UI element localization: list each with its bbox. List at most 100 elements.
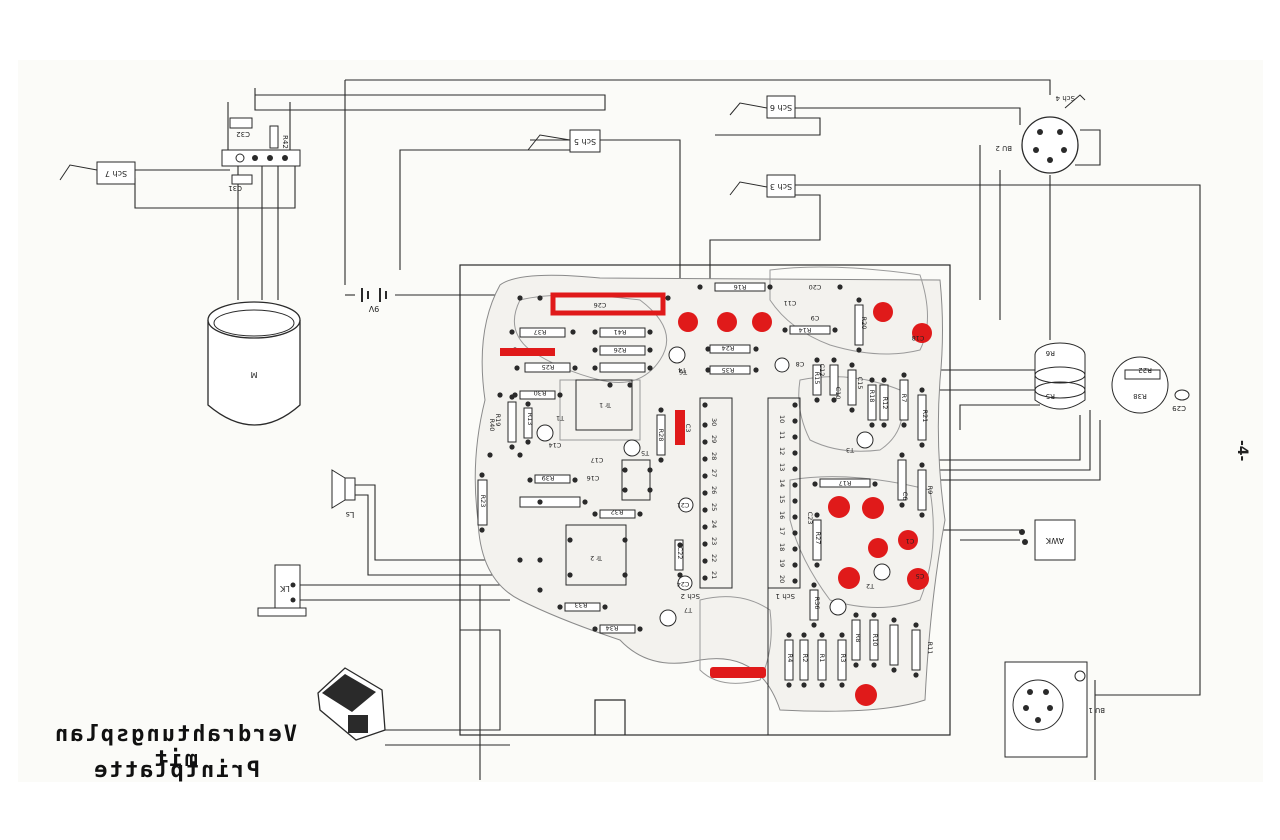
solder-pad xyxy=(658,407,664,413)
solder-pad xyxy=(509,394,515,400)
solder-pad xyxy=(786,632,792,638)
ic-pin-label: 12 xyxy=(778,447,786,455)
ic-pin-label: 15 xyxy=(778,495,786,503)
c29-label: C29 xyxy=(1172,404,1186,412)
solder-pad xyxy=(702,490,708,496)
label-r25: R25 xyxy=(542,363,555,371)
solder-pad xyxy=(856,297,862,303)
solder-pad xyxy=(881,422,887,428)
label-r10: R10 xyxy=(871,634,879,647)
solder-pad xyxy=(849,407,855,413)
ic-pin-label: 20 xyxy=(778,575,786,583)
solder-pad xyxy=(647,329,653,335)
ic-pin-label: 26 xyxy=(710,486,718,494)
switch-label-sch6: Sch 6 xyxy=(770,103,792,112)
solder-pad xyxy=(572,477,578,483)
solder-pad xyxy=(557,392,563,398)
solder-pad xyxy=(814,397,820,403)
solder-pad xyxy=(479,472,485,478)
bu2-label: BU 2 xyxy=(995,144,1012,152)
solder-pad xyxy=(811,582,817,588)
solder-pad xyxy=(919,512,925,518)
switch-sch5: Sch 5 xyxy=(527,129,601,153)
solder-pad xyxy=(881,377,887,383)
bu1-label: BU 1 xyxy=(1088,706,1105,714)
solder-pad xyxy=(537,499,543,505)
label-r9: R9 xyxy=(926,486,934,495)
pot-r6-r5: R6 R5 xyxy=(1034,342,1086,410)
ic-pin-label: 23 xyxy=(710,537,718,545)
solder-pad xyxy=(702,558,708,564)
jack-lk: LK xyxy=(257,564,307,617)
solder-pad xyxy=(812,481,818,487)
solder-pad xyxy=(702,422,708,428)
resistors xyxy=(519,282,871,634)
label-c1: C1 xyxy=(906,537,915,545)
solder-pad xyxy=(792,482,798,488)
solder-pad xyxy=(592,329,598,335)
r42-label: R42 xyxy=(281,135,289,149)
ic-pin-label: 30 xyxy=(710,418,718,426)
ic-pin-label: 27 xyxy=(710,469,718,477)
switch-sch7: Sch 7 xyxy=(59,161,136,185)
solder-pad xyxy=(919,462,925,468)
solder-pad xyxy=(702,456,708,462)
solder-pad xyxy=(525,439,531,445)
label-c10: C10 xyxy=(834,387,842,400)
solder-pad xyxy=(567,537,573,543)
solder-pad xyxy=(792,562,798,568)
label-c22: C22 xyxy=(676,547,684,560)
solder-pad xyxy=(819,632,825,638)
switch-sch3: Sch 3 xyxy=(729,174,796,198)
solder-pad xyxy=(814,512,820,518)
solder-pad xyxy=(487,452,493,458)
label-r26: R26 xyxy=(614,346,627,354)
solder-pad xyxy=(702,507,708,513)
r38-label: R38 xyxy=(1133,392,1147,400)
label-r11: R11 xyxy=(926,642,934,655)
page-marker: -4- xyxy=(1234,440,1250,462)
solder-pad xyxy=(872,481,878,487)
switch-label-sch1: Sch 1 xyxy=(776,592,795,600)
ic-pin-label: 13 xyxy=(778,463,786,471)
solder-pad xyxy=(819,682,825,688)
label-r40: R40 xyxy=(488,419,496,432)
label-c12: C12 xyxy=(818,364,826,377)
switch-label-sch3: Sch 3 xyxy=(770,182,792,191)
battery: 9V xyxy=(361,288,387,313)
switch-sch6: Sch 6 xyxy=(729,95,796,119)
solder-pad xyxy=(509,329,515,335)
label-r4: R4 xyxy=(786,654,794,663)
solder-pad xyxy=(537,587,543,593)
label-r36: R36 xyxy=(813,597,821,610)
solder-pad xyxy=(792,466,798,472)
solder-pad xyxy=(919,442,925,448)
label-c17: C17 xyxy=(591,456,604,464)
solder-pad xyxy=(702,473,708,479)
switch-label-sch5: Sch 5 xyxy=(574,137,596,146)
label-c23: C23 xyxy=(806,512,814,525)
solder-pad xyxy=(658,457,664,463)
solder-pad xyxy=(792,546,798,552)
solder-pad xyxy=(869,422,875,428)
ic-pin-label: 24 xyxy=(710,520,718,528)
solder-pad xyxy=(792,450,798,456)
ic-pin-label: 21 xyxy=(710,571,718,579)
dc-connector xyxy=(317,667,386,741)
switch-label-sch4: Sch 4 xyxy=(1055,94,1075,102)
solder-pad xyxy=(622,487,628,493)
highlight-bottom-strip xyxy=(710,667,766,678)
solder-pad xyxy=(677,572,683,578)
solder-pad xyxy=(647,487,653,493)
c31-label: C31 xyxy=(228,184,242,192)
label-c5: C5 xyxy=(916,572,925,580)
label-r24: R24 xyxy=(722,344,735,352)
label-tr2: Tr 2 xyxy=(590,554,603,562)
motor-label: M xyxy=(250,370,257,379)
solder-pad xyxy=(801,682,807,688)
solder-pad xyxy=(839,632,845,638)
ic-pin-label: 17 xyxy=(778,527,786,535)
solder-pad xyxy=(899,452,905,458)
solder-pad xyxy=(839,682,845,688)
